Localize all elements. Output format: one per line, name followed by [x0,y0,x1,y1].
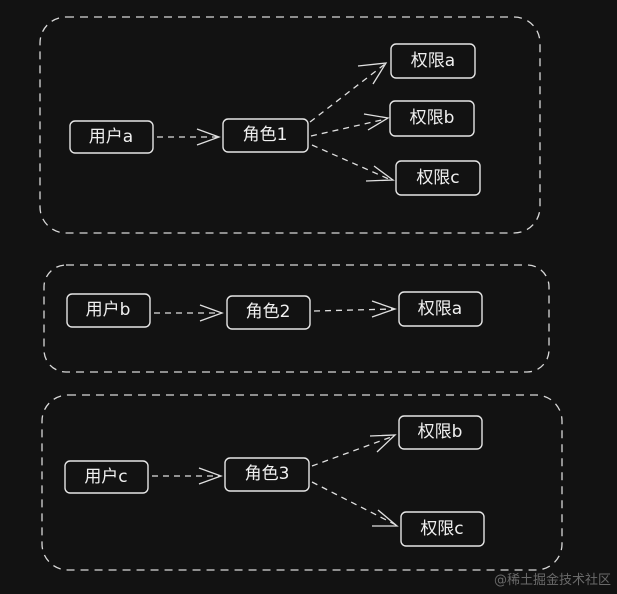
svg-text:用户c: 用户c [84,467,127,487]
permission-node: 权限b [389,100,475,137]
arrow [311,144,395,182]
user-node: 用户b [66,293,151,328]
user-node: 用户c [64,460,149,494]
svg-text:权限b: 权限b [410,108,455,128]
permission-node: 权限b [398,415,483,450]
role-node: 角色3 [224,457,310,492]
svg-text:角色1: 角色1 [243,125,288,145]
group-frame [39,16,541,234]
arrow [311,434,397,467]
permission-node: 权限a [398,291,483,327]
svg-text:用户a: 用户a [89,127,133,147]
arrow [309,62,388,123]
permission-node: 权限c [395,160,481,196]
group-1: 用户a 角色1 权限a 权限b 权限c [39,16,541,234]
arrow [152,467,223,485]
role-node: 角色2 [226,295,311,330]
svg-text:用户b: 用户b [86,300,131,320]
group-frame [43,264,550,373]
arrow [310,113,390,137]
group-2: 用户b 角色2 权限a [43,264,550,373]
group-3: 用户c 角色3 权限b 权限c [41,394,563,571]
permission-node: 权限a [390,43,476,79]
svg-text:权限c: 权限c [416,168,459,188]
arrow [157,128,221,146]
svg-text:权限b: 权限b [418,422,463,442]
watermark: @稀土掘金技术社区 [493,573,611,588]
arrow [313,300,397,318]
svg-text:角色2: 角色2 [246,302,291,322]
role-node: 角色1 [222,118,309,153]
arrow [154,304,224,322]
svg-text:角色3: 角色3 [245,464,290,484]
svg-text:权限c: 权限c [420,519,463,539]
svg-text:权限a: 权限a [418,299,462,319]
user-node: 用户a [69,120,154,154]
permission-node: 权限c [400,511,485,547]
arrow [311,481,399,527]
svg-text:权限a: 权限a [411,51,455,71]
